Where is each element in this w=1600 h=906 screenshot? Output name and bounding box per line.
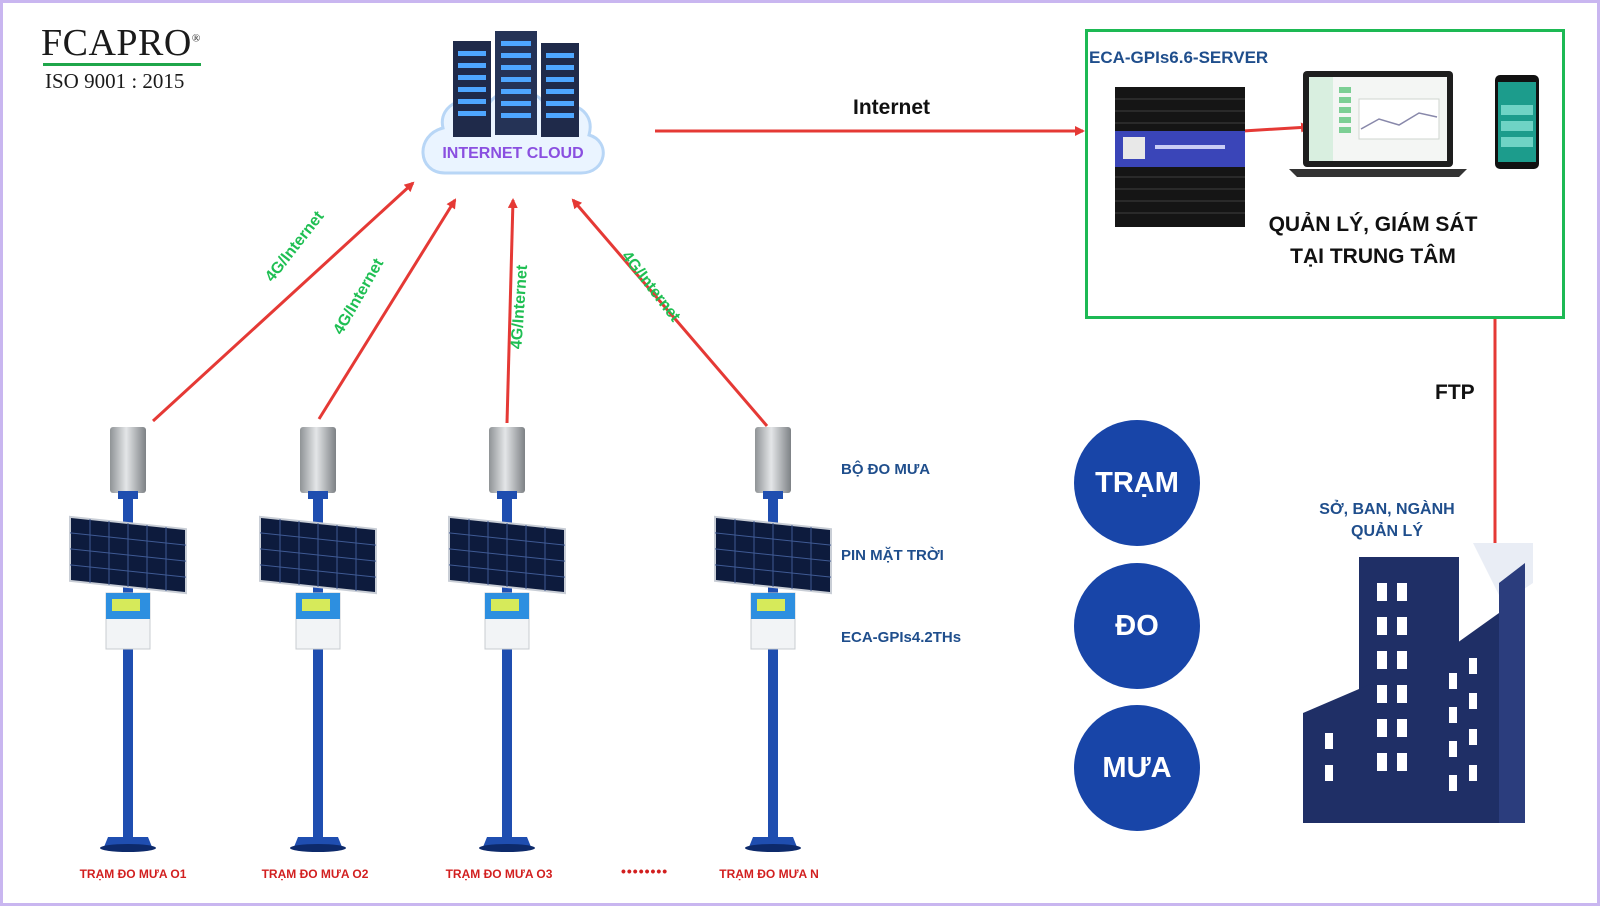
logger-label: ECA-GPIs4.2THs bbox=[841, 629, 962, 646]
registered-mark: ® bbox=[191, 32, 201, 45]
rain-station-1 bbox=[69, 427, 187, 852]
server-device-icon bbox=[1115, 87, 1245, 227]
server-model-title: ECA-GPIs6.6-SERVER bbox=[1089, 48, 1269, 67]
rain-gauge-cylinder bbox=[489, 427, 525, 493]
rain-gauge-cylinder bbox=[110, 427, 146, 493]
pole bbox=[313, 497, 323, 837]
center-text-line-2: TẠI TRUNG TÂM bbox=[1290, 244, 1456, 268]
circle-tram: TRẠM bbox=[1074, 420, 1200, 546]
company-logo: FCAPRO® bbox=[41, 21, 201, 65]
pole bbox=[502, 497, 512, 837]
center-management-text: QUẢN LÝ, GIÁM SÁT TẠI TRUNG TÂM bbox=[1223, 209, 1523, 272]
solar-panel bbox=[448, 515, 566, 595]
pole bbox=[123, 497, 133, 837]
logo-brand: FCAPRO bbox=[41, 22, 192, 64]
rain-station-2 bbox=[259, 427, 377, 852]
uplink-arrow-3 bbox=[505, 198, 518, 424]
rain-gauge-cylinder bbox=[300, 427, 336, 493]
center-text-line-1: QUẢN LÝ, GIÁM SÁT bbox=[1268, 213, 1478, 236]
department-label: SỞ, BAN, NGÀNH QUẢN LÝ bbox=[1297, 499, 1477, 542]
uplink-arrow-4 bbox=[571, 198, 769, 427]
uplink-arrow-2 bbox=[317, 198, 457, 420]
connection-layer bbox=[151, 122, 1500, 553]
circle-do: ĐO bbox=[1074, 563, 1200, 689]
uplink-arrow-1 bbox=[151, 181, 415, 423]
internet-link-label: Internet bbox=[853, 96, 931, 119]
pole bbox=[768, 497, 778, 837]
rain-gauge-label: BỘ ĐO MƯA bbox=[841, 461, 931, 478]
solar-panel bbox=[714, 515, 832, 595]
laptop-icon bbox=[1289, 71, 1467, 177]
mobile-phone-icon bbox=[1495, 75, 1539, 169]
cloud-label: INTERNET CLOUD bbox=[442, 145, 584, 162]
rain-station-4 bbox=[714, 427, 832, 852]
rain-station-3 bbox=[448, 427, 566, 852]
circle-mua: MƯA bbox=[1074, 705, 1200, 831]
solar-panel bbox=[69, 515, 187, 595]
station-label-2: TRẠM ĐO MƯA O2 bbox=[261, 867, 369, 881]
station-label-1: TRẠM ĐO MƯA O1 bbox=[79, 867, 187, 881]
station-label-4: TRẠM ĐO MƯA N bbox=[719, 867, 819, 881]
server-to-laptop-arrow bbox=[1242, 122, 1311, 133]
rain-gauge-cylinder bbox=[755, 427, 791, 493]
logo-underline bbox=[43, 63, 201, 66]
iso-certification: ISO 9001 : 2015 bbox=[45, 69, 185, 93]
solar-panel bbox=[259, 515, 377, 595]
monitoring-center-frame bbox=[1085, 29, 1565, 319]
solar-panel-label: PIN MẶT TRỜI bbox=[841, 547, 944, 564]
department-line-1: SỞ, BAN, NGÀNH bbox=[1319, 501, 1455, 518]
building-icon bbox=[1303, 543, 1533, 823]
station-label-3: TRẠM ĐO MƯA O3 bbox=[445, 867, 553, 881]
ftp-link-label: FTP bbox=[1435, 381, 1475, 404]
department-line-2: QUẢN LÝ bbox=[1351, 522, 1423, 540]
station-ellipsis: •••••••• bbox=[621, 863, 669, 879]
cloud-server-icon bbox=[421, 31, 605, 175]
